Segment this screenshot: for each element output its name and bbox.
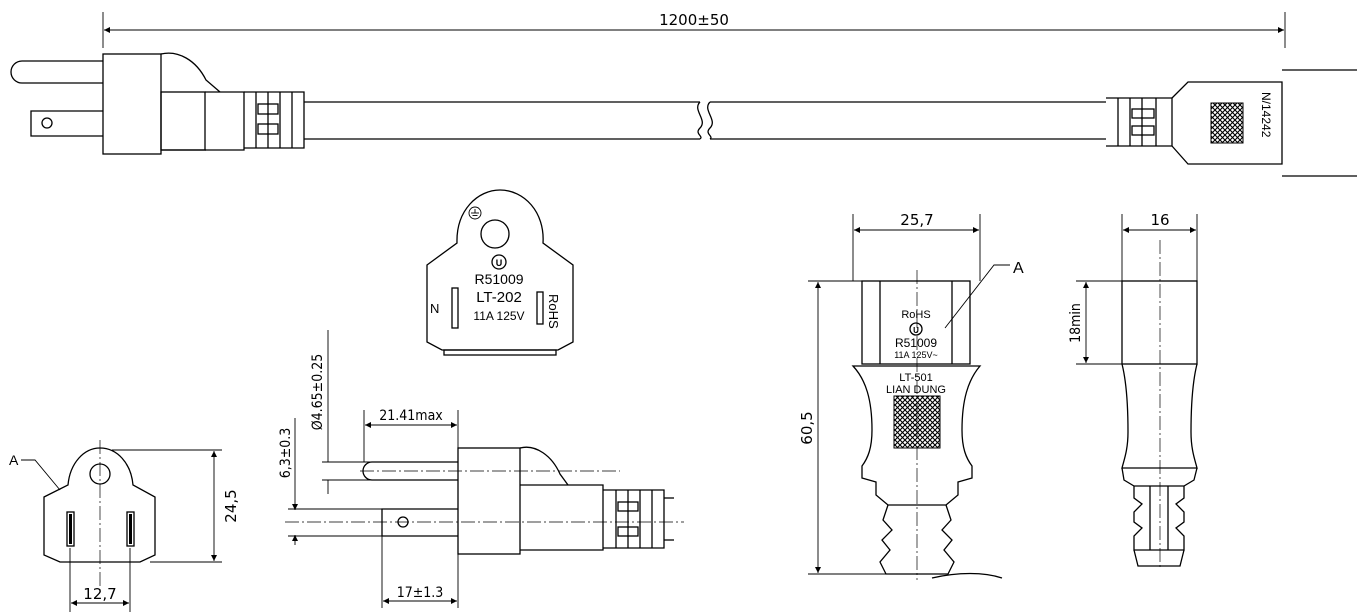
- plug-front-outline: [43, 447, 156, 563]
- plug-cert-code: R51009: [474, 271, 523, 287]
- connector-side-head: [1121, 280, 1198, 365]
- dim-blade-spacing: 12,7: [83, 585, 116, 603]
- dim-connector-length: 60,5: [798, 411, 816, 444]
- connector-head: [861, 280, 971, 365]
- dim-cord-length: 1200±50: [659, 11, 729, 29]
- connector-side-view: 16 18min: [1068, 211, 1198, 570]
- dim-pin-diameter: Ø4.65±0.25: [310, 354, 326, 431]
- dim-connector-min: 18min: [1068, 303, 1084, 343]
- cable-marking: N/14242: [1259, 92, 1273, 138]
- dim-connector-depth: 16: [1150, 211, 1169, 229]
- ground-icon: [468, 206, 482, 220]
- cord-break-left: [697, 101, 703, 140]
- cord-assembly-view: 1200±50: [10, 11, 1357, 177]
- dim-blade-length: 21.41max: [379, 408, 443, 424]
- connector-model: LT-501: [899, 372, 932, 384]
- plug-face-view: U R51009 LT-202 11A 125V N RoHS: [426, 189, 574, 356]
- plug-model: LT-202: [476, 289, 522, 306]
- ref-a-plug: A: [9, 452, 19, 468]
- slot-neutral: [451, 287, 459, 329]
- ul-mark-icon: U: [491, 254, 507, 270]
- connector-rating: 11A 125V~: [894, 350, 938, 360]
- plug-side-ground-pin: [381, 508, 458, 537]
- plug-side-strain-relief: [603, 489, 665, 549]
- cord-break-right: [707, 101, 713, 140]
- ground-hole: [480, 219, 510, 249]
- neutral-label: N: [430, 301, 439, 316]
- connector-strain-relief: [1106, 97, 1173, 147]
- plug-blade-top: [10, 60, 103, 84]
- connector-front-view: RoHS U R51009 11A 125V~ LT-501 LIAN DUNG…: [798, 211, 1024, 580]
- dim-plug-length: 17±1.3: [397, 585, 444, 601]
- connector-grip-texture: [1210, 102, 1244, 144]
- ref-a-connector: A: [1013, 260, 1024, 277]
- dim-connector-width: 25,7: [900, 211, 933, 229]
- plug-rohs-label: RoHS: [546, 294, 561, 329]
- plug-face-outline: [426, 189, 574, 351]
- plug-ground-pin: [30, 110, 103, 137]
- connector-side-tail: [1133, 486, 1185, 551]
- plug-front-view: A 24,5 12,7: [9, 440, 240, 612]
- connector-rohs-label: RoHS: [901, 309, 930, 321]
- plug-side-body: [457, 447, 521, 555]
- plug-side-view: Ø4.65±0.25 6,3±0.3 21.41max 17±1.3: [278, 330, 684, 608]
- svg-text:U: U: [496, 258, 503, 268]
- dim-face-height: 24,5: [222, 489, 240, 522]
- svg-text:U: U: [913, 326, 919, 335]
- connector-ul-mark-icon: U: [909, 322, 923, 336]
- plug-rating: 11A 125V: [473, 309, 524, 323]
- connector-cert-code: R51009: [895, 336, 937, 350]
- plug-strain-relief: [244, 91, 305, 149]
- plug-body: [102, 53, 162, 155]
- dim-pin-offset: 6,3±0.3: [278, 428, 294, 479]
- connector-maker: LIAN DUNG: [886, 384, 946, 396]
- slot-hot: [536, 291, 544, 325]
- connector-body: [1171, 81, 1283, 165]
